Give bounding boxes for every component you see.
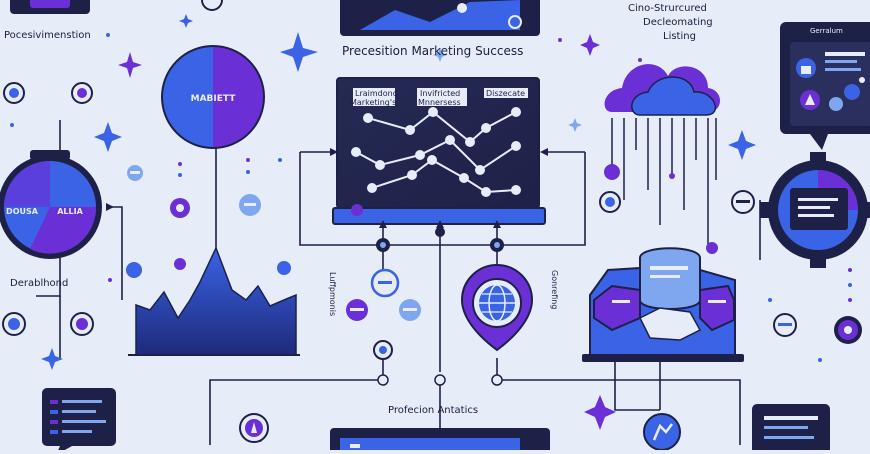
center-flow-nodes <box>346 227 504 386</box>
top-left-label: Pocesivimenstion <box>4 30 91 41</box>
mountain-bar-chart <box>128 246 300 356</box>
center-chart-monitor <box>332 77 546 225</box>
globe-pin-icon <box>460 264 534 352</box>
top-right-label-3: Listing <box>663 31 696 42</box>
chart-col-2a: Invifricted <box>420 89 460 98</box>
chart-col-1a: Lraimdond <box>355 89 398 98</box>
bottom-monitor <box>330 428 550 454</box>
cloud-drip-dots <box>599 164 718 254</box>
cloud-data-drips <box>611 118 717 245</box>
left-donut-chart <box>0 150 102 259</box>
mid-right-vertical-label: Gonrefing <box>550 270 559 309</box>
left-donut-label-b: ALLIA <box>57 207 83 216</box>
cloud-icon <box>604 64 720 116</box>
hex-laptop <box>582 247 744 362</box>
chart-col-1b: Marketing's <box>350 98 396 107</box>
top-center-label: Precesition Marketing Success <box>342 44 524 58</box>
top-node <box>201 0 223 11</box>
left-nodes <box>2 82 291 336</box>
top-right-label-1: Cino-Strurcured <box>628 3 707 14</box>
circle-market-label: MABIETT <box>191 94 237 104</box>
gear-icon <box>760 152 870 268</box>
chart-col-3: Diszecate <box>486 89 525 98</box>
connector-lines <box>36 0 761 445</box>
bottom-left-chat-card <box>42 388 116 454</box>
chart-col-2b: Mnnersess <box>418 98 461 107</box>
left-donut-label-a: DOUSA <box>6 207 39 216</box>
sparkle-icons <box>41 14 756 430</box>
left-bottom-label: Derablhond <box>10 278 69 289</box>
mid-left-vertical-label: Luffpmonis <box>328 272 337 316</box>
arrow-heads <box>106 148 548 228</box>
top-right-label-2: Decleomating <box>643 17 713 28</box>
right-nodes <box>731 190 862 344</box>
bottom-center-label: Profecion Antatics <box>388 405 479 416</box>
right-card-title: Gerralum <box>810 27 843 35</box>
right-dashboard-card <box>780 22 870 150</box>
market-circle <box>161 45 265 149</box>
bottom-right-card <box>752 404 830 454</box>
